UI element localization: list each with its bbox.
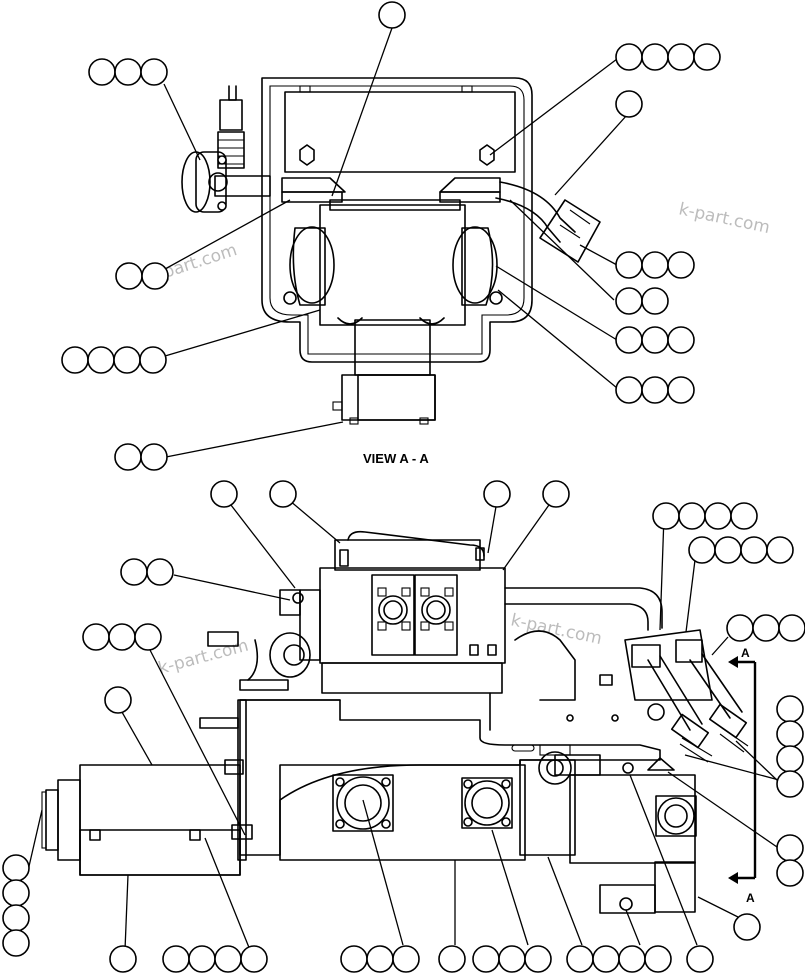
watermark-top-right: k-part.com (677, 199, 772, 238)
callout-b8 (686, 945, 714, 973)
callout-group-lower-block (114, 443, 168, 471)
callout-b1 (733, 913, 761, 941)
main-assembly-drawing (41, 530, 757, 914)
callout-group-left-column (2, 854, 30, 957)
watermark-mid-right: k-part.com (509, 610, 604, 649)
callout-a2 (269, 480, 297, 508)
section-marker-bottom: A (746, 891, 755, 905)
callout-group-a5 (652, 502, 758, 530)
view-title: VIEW A - A (363, 451, 429, 466)
callout-group-b4 (340, 945, 420, 973)
callout-group-a8 (82, 623, 162, 651)
callout-a10 (104, 686, 132, 714)
callout-group-hose (615, 90, 643, 118)
callout-group-top-center (378, 1, 406, 29)
section-marker-top: A (741, 646, 750, 660)
callout-a3 (483, 480, 511, 508)
callout-group-right-4 (615, 376, 695, 404)
callout-group-top-left (88, 58, 168, 86)
callout-b2 (109, 945, 137, 973)
callout-group-left-clamp (115, 262, 169, 290)
callout-b5 (438, 945, 466, 973)
callout-group-b3 (162, 945, 268, 973)
callout-group-top-right (615, 43, 721, 71)
view-a-a-drawing (181, 77, 601, 425)
callout-group-right-column-2 (776, 834, 804, 887)
callout-group-b7 (566, 945, 672, 973)
callout-group-a6 (688, 536, 794, 564)
callout-group-a9 (726, 614, 805, 642)
leader-lines (26, 27, 780, 951)
callout-group-a7 (120, 558, 174, 586)
callout-group-b6 (472, 945, 552, 973)
callout-group-right-1 (615, 251, 695, 279)
callout-group-right-column (776, 695, 804, 798)
callout-group-right-2 (615, 287, 669, 315)
watermark-mid-left: k-part.com (156, 636, 251, 679)
callout-a1 (210, 480, 238, 508)
callout-group-right-3 (615, 326, 695, 354)
callout-a4 (542, 480, 570, 508)
callout-group-left-pump (61, 346, 167, 374)
